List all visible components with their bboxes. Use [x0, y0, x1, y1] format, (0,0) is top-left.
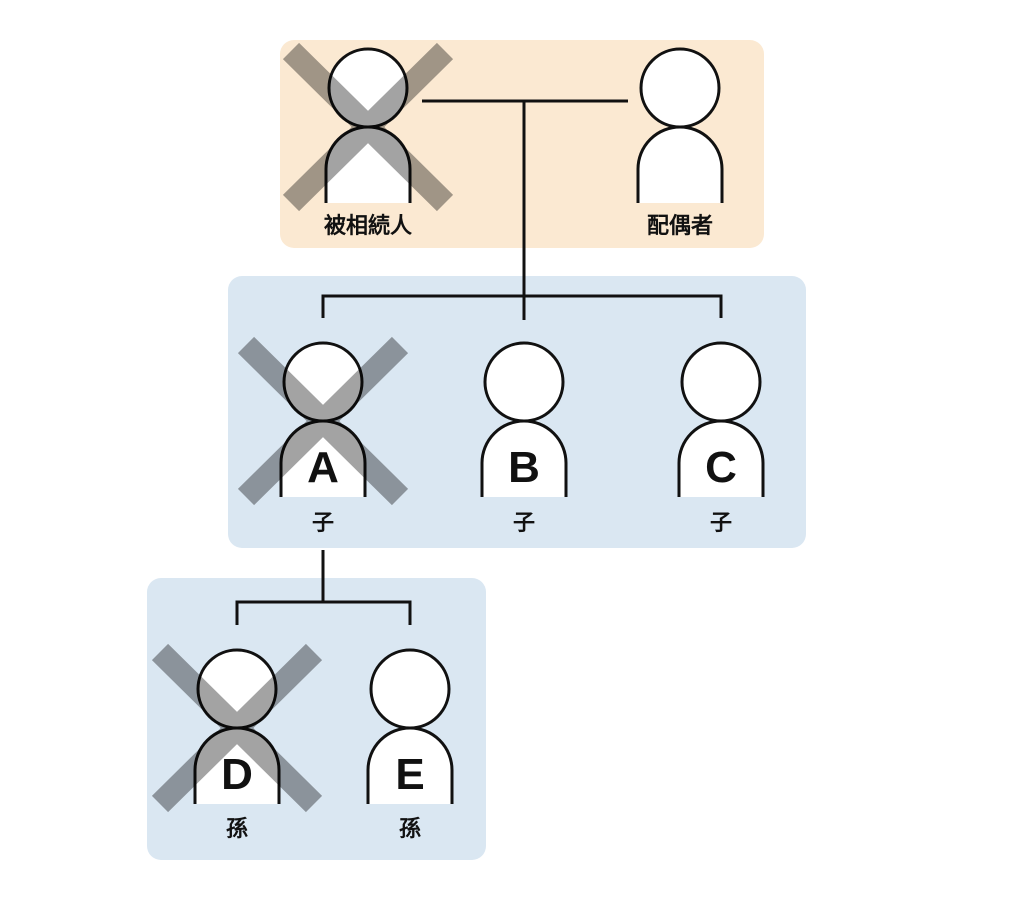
person-body-icon	[638, 127, 722, 203]
person-body-icon	[679, 421, 763, 497]
person-head-icon	[327, 47, 409, 129]
person-letter: B	[508, 443, 540, 492]
person-letter: E	[395, 750, 424, 799]
deceased-cross-icon	[151, 643, 323, 813]
person-label: 子	[710, 511, 732, 536]
person-body-icon	[368, 728, 452, 804]
person-label: 子	[312, 511, 334, 536]
deceased-cross-icon	[237, 336, 409, 506]
person-body-icon	[482, 421, 566, 497]
person-letter: A	[307, 443, 339, 492]
person-head-icon	[483, 341, 565, 423]
person-label: 孫	[399, 816, 421, 842]
person-body-icon	[281, 421, 365, 497]
person-body-icon	[195, 728, 279, 804]
person-grandchild-d: D孫	[151, 643, 323, 842]
grandchildren-bracket	[235, 600, 412, 625]
person-letter: D	[221, 750, 253, 799]
person-label: 子	[513, 511, 535, 536]
person-decedent: 被相続人	[282, 42, 454, 239]
person-body-icon	[326, 127, 410, 203]
person-head-icon	[639, 47, 721, 129]
person-label: 被相続人	[324, 213, 412, 239]
person-grandchild-e: E孫	[366, 648, 454, 842]
person-head-icon	[196, 648, 278, 730]
person-letter: C	[705, 443, 737, 492]
person-label: 孫	[226, 816, 248, 842]
children-bracket	[321, 294, 723, 318]
person-spouse: 配偶者	[636, 47, 724, 239]
person-head-icon	[282, 341, 364, 423]
deceased-cross-icon	[282, 42, 454, 212]
person-head-icon	[680, 341, 762, 423]
person-child-b: B子	[480, 341, 568, 536]
person-child-a: A子	[237, 336, 409, 536]
person-head-icon	[369, 648, 451, 730]
person-label: 配偶者	[647, 214, 713, 239]
person-child-c: C子	[677, 341, 765, 536]
